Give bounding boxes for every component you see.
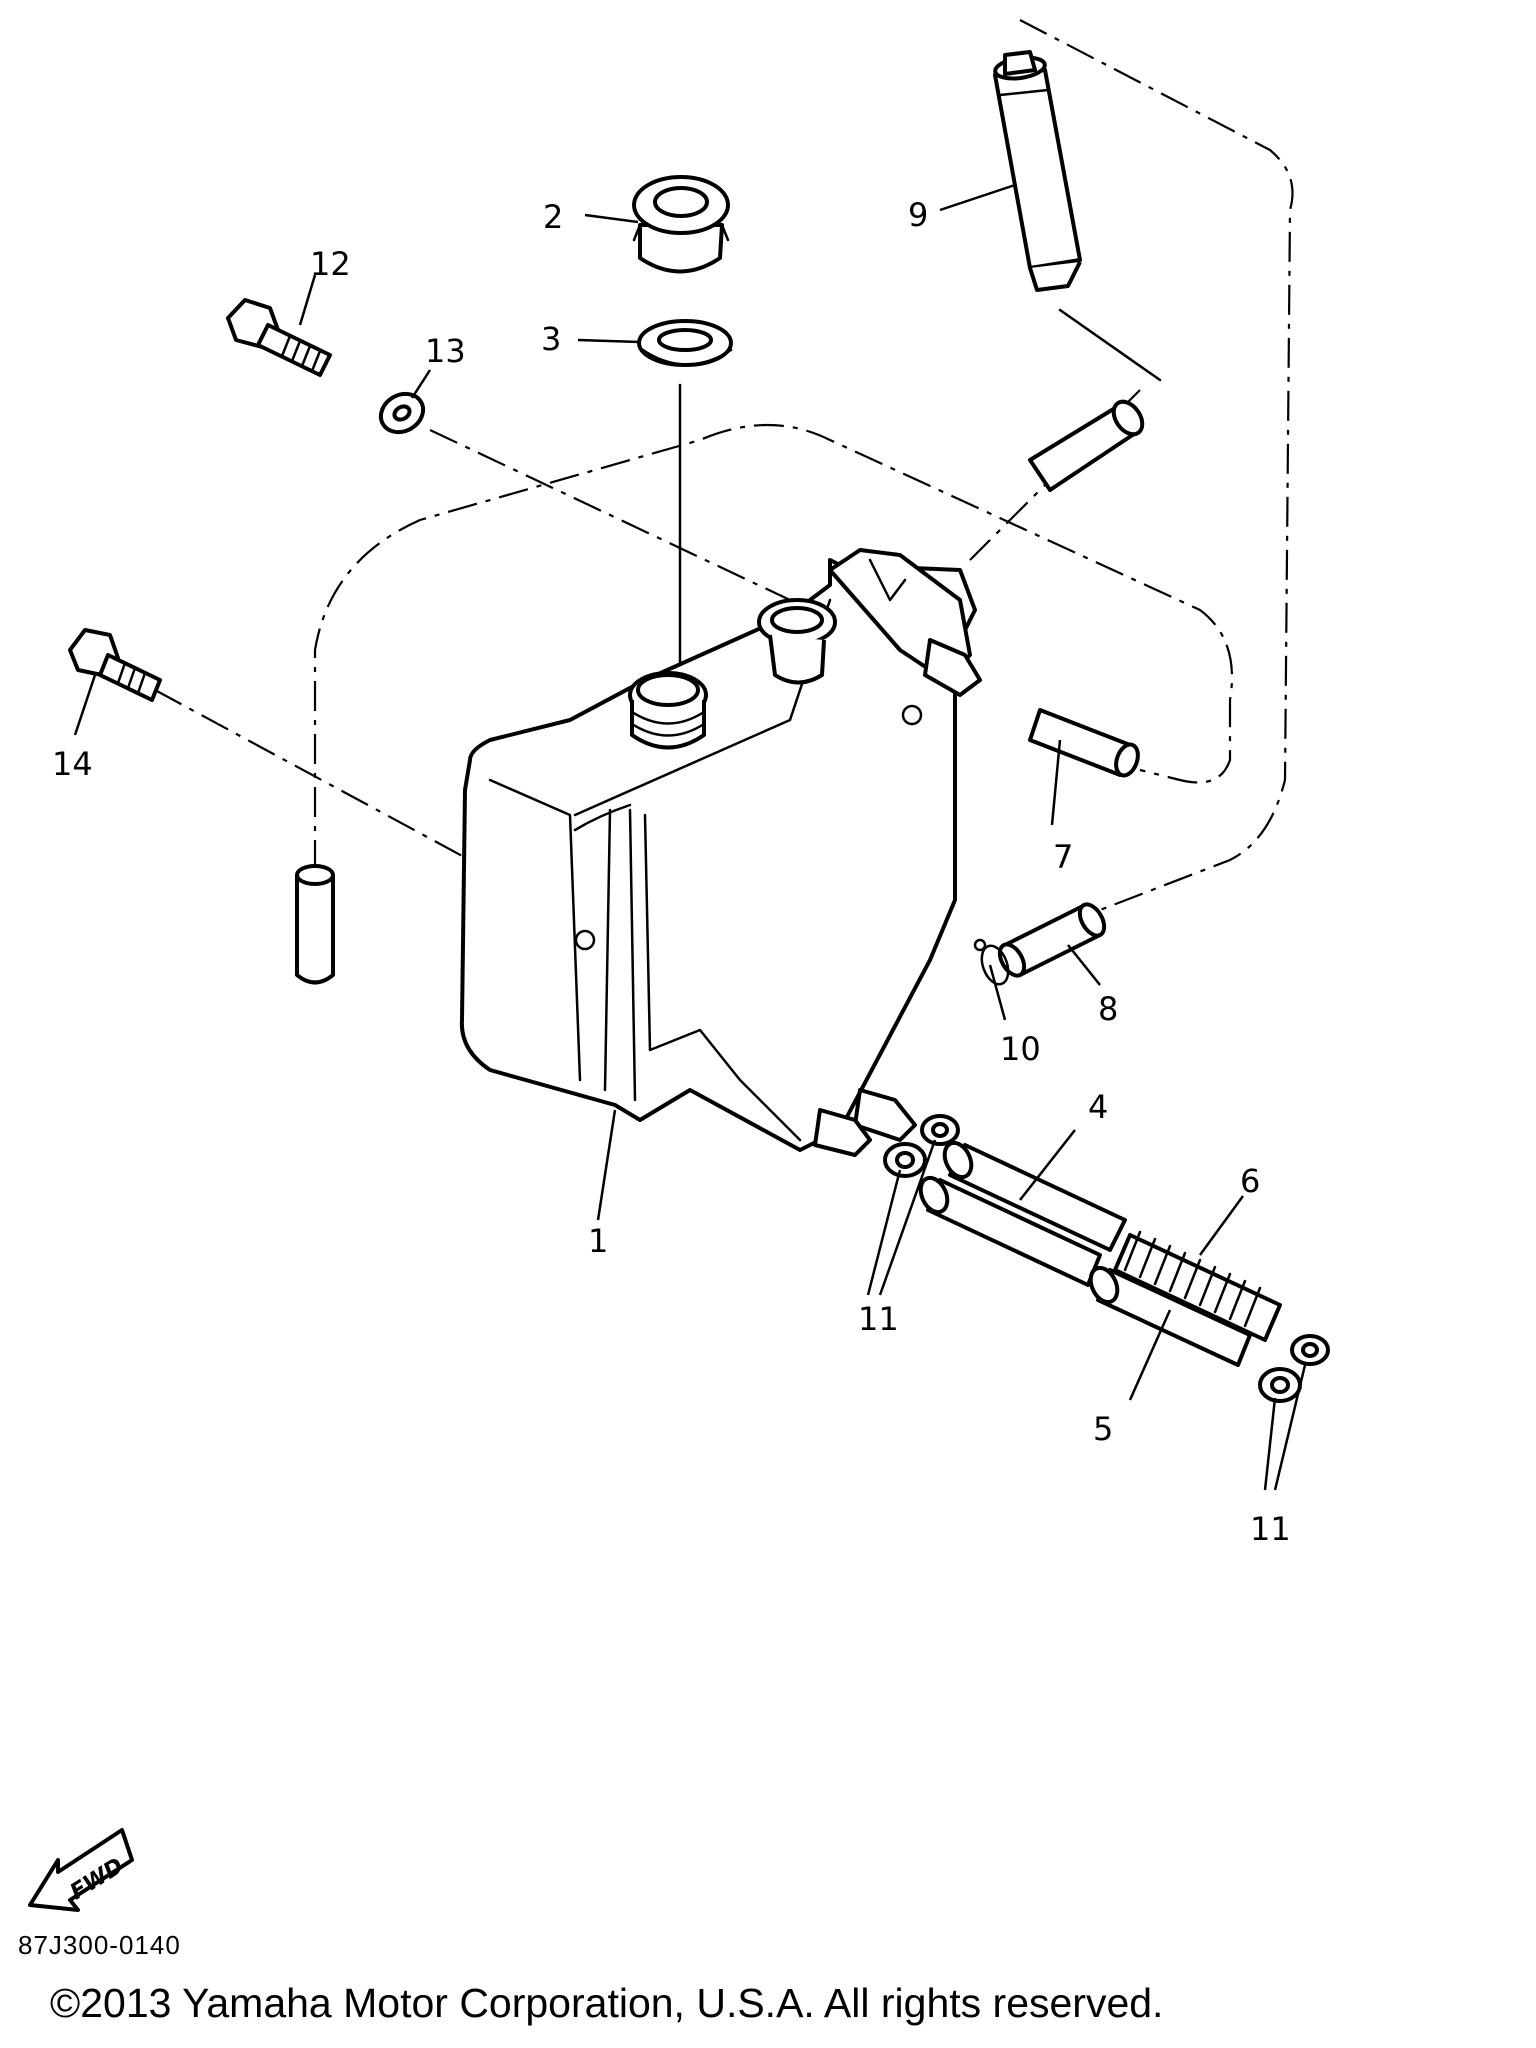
callout-8: 8 xyxy=(1098,990,1118,1028)
hose-9 xyxy=(993,50,1082,292)
bolt-14 xyxy=(68,628,162,702)
hose-short-upper xyxy=(1028,399,1145,492)
callout-10: 10 xyxy=(1000,1030,1041,1068)
hose-5 xyxy=(1088,1265,1252,1367)
copyright-notice: ©2013 Yamaha Motor Corporation, U.S.A. A… xyxy=(50,1980,1164,2026)
bolt-12 xyxy=(226,298,332,377)
callout-4: 4 xyxy=(1088,1088,1108,1126)
callout-6: 6 xyxy=(1240,1162,1260,1200)
oil-tank xyxy=(459,548,982,1157)
part-code: 87J300-0140 xyxy=(18,1930,181,1960)
callout-1: 1 xyxy=(588,1222,608,1260)
hose-7 xyxy=(1028,708,1140,778)
callout-numbers: 1 2 3 4 5 6 7 8 9 10 11 11 12 13 14 xyxy=(52,196,1291,1548)
callout-5: 5 xyxy=(1093,1410,1113,1448)
damper-tube xyxy=(295,864,335,985)
callout-11-upper: 11 xyxy=(858,1300,899,1338)
hose-clamps-lower xyxy=(1258,1334,1330,1403)
callout-11-lower: 11 xyxy=(1250,1510,1291,1548)
hose-4 xyxy=(942,1140,1127,1252)
leader-lines xyxy=(73,183,1307,1491)
callout-14: 14 xyxy=(52,745,93,783)
clip-10 xyxy=(973,938,1010,986)
callout-3: 3 xyxy=(541,320,561,358)
spring-6 xyxy=(1113,1230,1282,1342)
seal-ring xyxy=(637,319,733,367)
hose-routing-lines xyxy=(678,308,1162,682)
callout-7: 7 xyxy=(1053,838,1073,876)
fwd-arrow-icon: FWD xyxy=(28,1828,134,1912)
callout-2: 2 xyxy=(543,198,563,236)
filler-cap xyxy=(632,175,730,274)
hose-clamps-upper xyxy=(883,1114,960,1178)
washer-13 xyxy=(378,391,426,435)
callout-9: 9 xyxy=(908,196,928,234)
hose-8 xyxy=(997,902,1107,978)
callout-12: 12 xyxy=(310,245,351,283)
hose-lower-left xyxy=(918,1175,1102,1287)
callout-13: 13 xyxy=(425,332,466,370)
